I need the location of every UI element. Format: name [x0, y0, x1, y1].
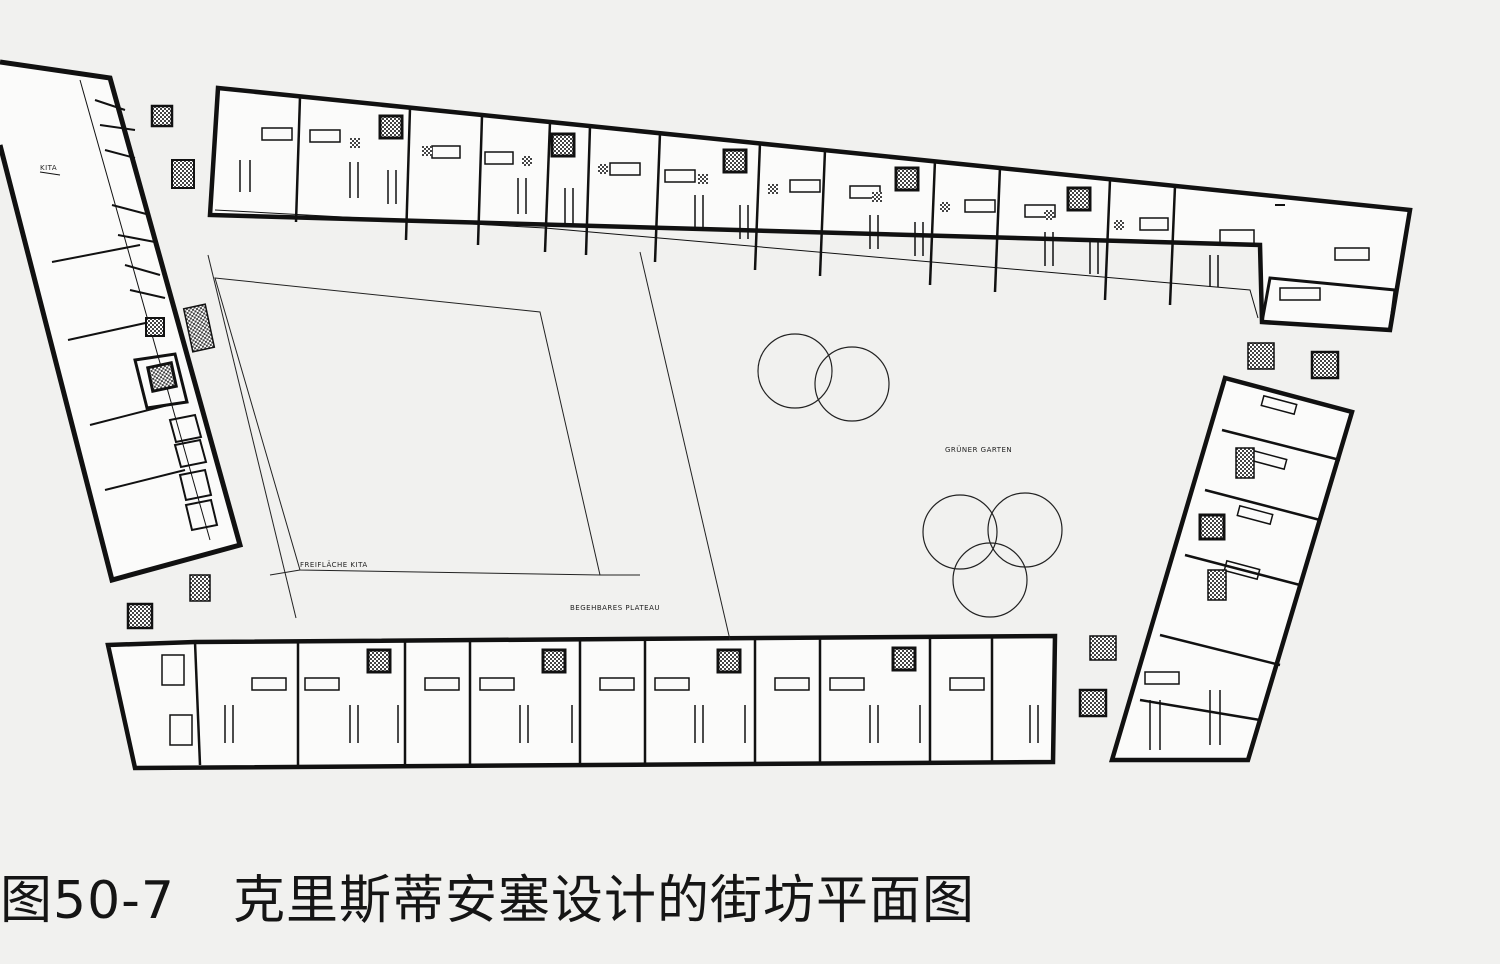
courtyard — [207, 251, 731, 641]
stair-core-icon — [171, 159, 195, 189]
figure-number: 图50-7 — [0, 871, 176, 931]
block-plan-drawing: FREIFLÄCHE KITA BEGEHBARES PLATEAU GRÜNE… — [0, 59, 1413, 771]
tree-icon — [952, 542, 1028, 618]
figure-caption: 图50-7 克里斯蒂安塞设计的街坊平面图 — [0, 858, 975, 933]
tree-icon — [922, 494, 998, 570]
stair-core-icon — [1235, 447, 1255, 479]
stair-core-icon — [145, 317, 165, 337]
bottom-wing — [105, 633, 1058, 771]
stair-core-icon — [126, 602, 154, 630]
tree-icon — [987, 492, 1063, 568]
top-wing-cores — [350, 114, 1340, 380]
tree-icon — [814, 346, 890, 422]
label-kita: KITA — [40, 164, 57, 172]
stair-core-icon — [1198, 513, 1226, 541]
stair-core-icon — [182, 303, 216, 353]
figure-title: 克里斯蒂安塞设计的街坊平面图 — [233, 871, 976, 931]
garden-trees — [757, 333, 1063, 618]
label-gruener-garten: GRÜNER GARTEN — [945, 445, 1012, 454]
right-wing — [1108, 375, 1355, 763]
stair-core-icon — [1207, 569, 1227, 601]
stair-core-icon — [150, 104, 174, 128]
label-begehbares-plateau: BEGEHBARES PLATEAU — [570, 604, 660, 612]
stair-core-icon — [1089, 635, 1117, 661]
bottom-wing-cores — [366, 646, 917, 674]
stair-core-icon — [189, 574, 211, 602]
tree-icon — [757, 333, 833, 409]
label-freiflaeche-kita: FREIFLÄCHE KITA — [300, 560, 368, 569]
stair-core-icon — [1078, 688, 1108, 718]
left-wing — [0, 59, 244, 584]
stair-core-icon — [145, 360, 179, 394]
top-wing — [207, 85, 1413, 333]
